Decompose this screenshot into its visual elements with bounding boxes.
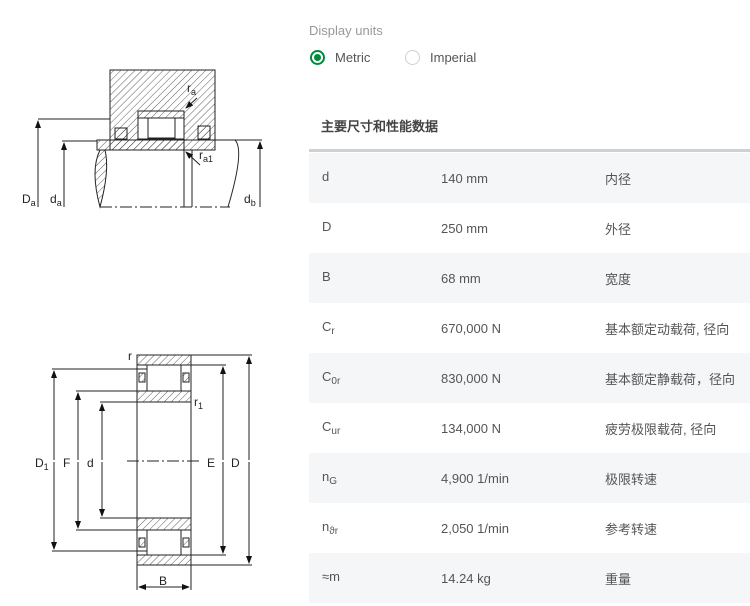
value: 4,900 1/min xyxy=(441,470,509,486)
table-row: C0r 830,000 N 基本额定静载荷，径向 xyxy=(309,353,750,403)
label-d: d xyxy=(87,456,94,470)
label-da: da xyxy=(50,192,62,208)
label-D: D xyxy=(231,456,240,470)
value: 250 mm xyxy=(441,220,488,236)
radio-empty-icon xyxy=(405,50,420,65)
description: 宽度 xyxy=(605,271,632,287)
description: 重量 xyxy=(605,571,632,587)
label-ra1: ra1 xyxy=(199,148,213,164)
value: 830,000 N xyxy=(441,370,501,386)
mounting-drawings: Da da db ra ra1 D1 F d E D B r r1 xyxy=(22,69,263,590)
symbol: D xyxy=(322,219,332,234)
table-title: 主要尺寸和性能数据 xyxy=(321,119,439,134)
display-units-label: Display units xyxy=(309,23,383,38)
value: 670,000 N xyxy=(441,320,501,336)
metric-radio[interactable]: Metric xyxy=(310,50,370,65)
label-B: B xyxy=(159,574,167,588)
table-row: nϑr 2,050 1/min 参考转速 xyxy=(309,503,750,553)
label-E: E xyxy=(207,456,215,470)
metric-label: Metric xyxy=(335,50,371,65)
label-F: F xyxy=(63,456,70,470)
bearing-section-drawing xyxy=(51,354,252,590)
label-db: db xyxy=(244,192,256,208)
symbol: d xyxy=(322,169,330,184)
value: 2,050 1/min xyxy=(441,520,509,536)
description: 外径 xyxy=(605,221,632,237)
table-row: D 250 mm 外径 xyxy=(309,203,750,253)
radio-selected-icon xyxy=(310,50,325,65)
imperial-label: Imperial xyxy=(430,50,477,65)
table-row: d 140 mm 内径 xyxy=(309,153,750,203)
table-row: Cur 134,000 N 疲劳极限载荷, 径向 xyxy=(309,403,750,453)
divider xyxy=(309,149,750,152)
label-r: r xyxy=(128,349,132,363)
symbol: C0r xyxy=(322,369,341,387)
symbol: Cr xyxy=(322,319,335,337)
description: 基本额定静载荷，径向 xyxy=(605,371,736,387)
table-row: nG 4,900 1/min 极限转速 xyxy=(309,453,750,503)
value: 140 mm xyxy=(441,170,488,186)
symbol: B xyxy=(322,269,331,284)
description: 疲劳极限载荷, 径向 xyxy=(605,421,717,437)
mounting-drawing xyxy=(35,69,263,209)
symbol: nG xyxy=(322,469,338,487)
label-ra: ra xyxy=(187,81,196,97)
symbol: nϑr xyxy=(322,519,339,537)
description: 极限转速 xyxy=(605,471,658,487)
table-row: ≈m 14.24 kg 重量 xyxy=(309,553,750,603)
value: 68 mm xyxy=(441,270,481,286)
label-r1: r1 xyxy=(194,395,203,411)
symbol: ≈m xyxy=(322,569,340,584)
table-row: Cr 670,000 N 基本额定动载荷, 径向 xyxy=(309,303,750,353)
table-row: B 68 mm 宽度 xyxy=(309,253,750,303)
imperial-radio[interactable]: Imperial xyxy=(405,50,476,65)
label-D1: D1 xyxy=(35,456,49,472)
label-Da: Da xyxy=(22,192,36,208)
symbol: Cur xyxy=(322,419,341,437)
description: 基本额定动载荷, 径向 xyxy=(605,321,730,337)
value: 14.24 kg xyxy=(441,570,491,586)
dimensions-table: (function(){const d=JSON.parse(document.… xyxy=(309,153,750,603)
value: 134,000 N xyxy=(441,420,501,436)
description: 内径 xyxy=(605,171,632,187)
description: 参考转速 xyxy=(605,521,658,537)
